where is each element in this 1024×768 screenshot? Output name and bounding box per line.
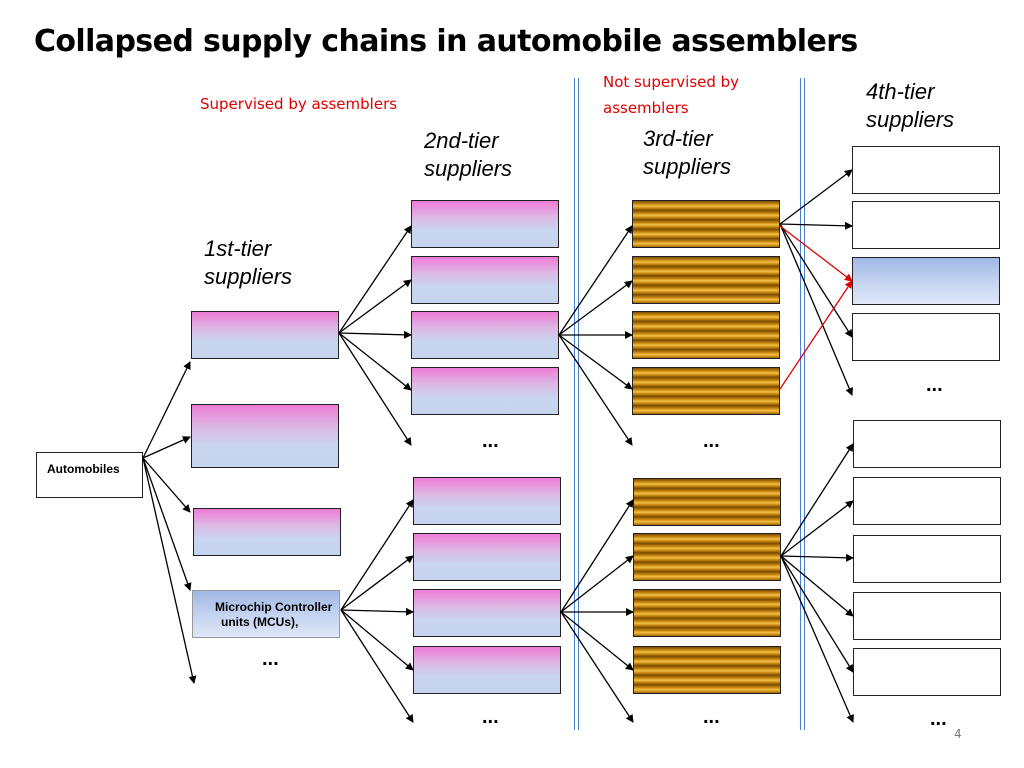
automobiles-box: Automobiles [36,452,143,498]
separator-line-left-a [574,78,575,730]
tier1-ellipsis: ... [262,648,279,670]
tier3-box-4 [632,367,780,415]
connector-arrow [558,280,633,336]
connector-arrow [560,499,634,613]
separator-line-right-b [804,78,805,730]
tier2-box-7 [413,589,561,637]
connector-arrow [142,457,191,513]
tier3-ellipsis-upper: ... [703,430,720,452]
connector-arrow [338,279,412,334]
mcu-box: Microchip Controller units (MCUs), [192,590,340,638]
tier3-box-8 [633,646,781,694]
tier2-ellipsis-lower: ... [482,706,499,728]
connector-arrow [558,334,633,390]
connector-arrow [340,499,414,611]
tier4-box-9 [853,648,1001,696]
tier2-box-8 [413,646,561,694]
connector-arrow [340,609,414,671]
connector-arrow [780,555,854,617]
red-arrow-group [779,225,853,390]
connector-arrow [142,457,192,591]
connector-arrow [142,457,197,684]
tier3-box-6 [633,533,781,581]
connector-arrow [779,169,853,225]
highlight-arrow [779,280,853,390]
connector-arrow [558,225,633,336]
page-number: 4 [954,727,962,741]
tier3-ellipsis-lower: ... [703,706,720,728]
connector-arrow [780,555,854,673]
tier2-box-5 [413,477,561,525]
tier4-box-7 [853,535,1001,583]
tier2-box-6 [413,533,561,581]
tier1-box-3 [193,508,341,556]
connector-arrow [560,611,634,723]
tier4-label-line1: 4th-tier [866,79,935,104]
tier2-label-line2: suppliers [424,156,513,181]
connector-arrow [340,607,414,616]
separator-line-right-a [800,78,801,730]
tier3-label-line2: suppliers [643,154,732,179]
mcu-label-line1: Microchip Controller [215,600,333,614]
connector-arrow [142,436,191,459]
automobiles-label: Automobiles [47,462,120,476]
connector-arrow [340,609,414,723]
connector-arrow [142,361,191,459]
connector-arrow [558,334,633,446]
connector-arrow [338,225,412,334]
connector-arrow [779,221,853,230]
tier4-ellipsis-lower: ... [930,708,947,730]
tier2-box-1 [411,200,559,248]
connector-arrow [780,500,854,557]
mcu-label-line2: units (MCUs), [221,615,299,629]
tier4-ellipsis-upper: ... [926,374,943,396]
tier2-box-4 [411,367,559,415]
tier4-box-5 [853,420,1001,468]
tier2-ellipsis-upper: ... [482,430,499,452]
tier3-box-3 [632,311,780,359]
tier4-box-1 [852,146,1000,194]
connector-arrow [780,443,854,557]
tier3-box-1 [632,200,780,248]
tier3-box-5 [633,478,781,526]
connector-arrow [338,332,412,391]
tier1-box-2 [191,404,339,468]
black-arrow-group [142,169,854,723]
connector-arrow [779,223,853,396]
not-supervised-label-line2: assemblers [603,99,689,117]
tier4-box-3-highlighted [852,257,1000,305]
connector-arrow [338,330,412,339]
tier1-label-line1: 1st-tier [204,236,272,261]
supervised-label: Supervised by assemblers [200,95,398,113]
slide-title: Collapsed supply chains in automobile as… [34,24,858,59]
tier3-label-line1: 3rd-tier [643,126,713,151]
connector-arrow [780,555,854,723]
tier4-box-2 [852,201,1000,249]
tier4-box-6 [853,477,1001,525]
not-supervised-label-line1: Not supervised by [603,73,740,91]
tier4-box-4 [852,313,1000,361]
connector-arrow [560,555,634,613]
connector-arrow [340,555,414,611]
connector-arrow [779,223,853,338]
separator-line-left-b [578,78,579,730]
tier4-label-line2: suppliers [866,107,955,132]
connector-arrow [560,611,634,671]
connector-arrow [780,553,854,562]
connector-arrow [338,332,412,446]
tier4-box-8 [853,592,1001,640]
tier3-box-2 [632,256,780,304]
highlight-arrow [779,225,853,282]
tier2-label-line1: 2nd-tier [424,128,499,153]
tier1-box-1 [191,311,339,359]
tier1-label-line2: suppliers [204,264,293,289]
